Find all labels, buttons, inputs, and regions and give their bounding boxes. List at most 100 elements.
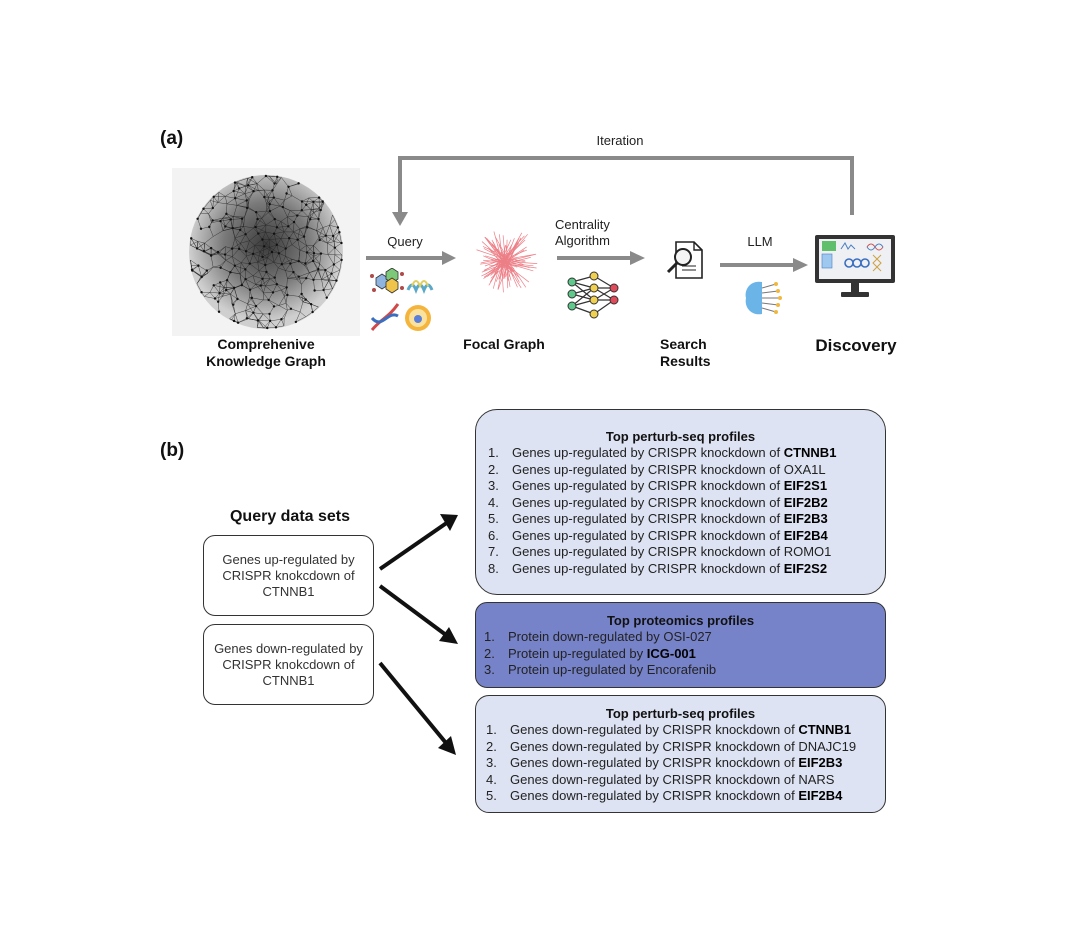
graph-edge <box>257 257 268 263</box>
graph-edge <box>246 199 250 208</box>
graph-edge <box>259 251 268 258</box>
graph-edge <box>289 231 294 239</box>
graph-edge <box>289 238 298 240</box>
result-list-item: 3.Genes down-regulated by CRISPR knockdo… <box>486 755 885 772</box>
graph-edge <box>297 215 309 218</box>
graph-edge <box>311 208 320 210</box>
graph-edge <box>276 244 286 249</box>
item-number: 2. <box>486 738 497 754</box>
graph-edge <box>264 196 267 205</box>
graph-edge <box>217 301 220 312</box>
graph-edge <box>232 256 242 263</box>
graph-edge <box>225 219 231 227</box>
graph-node <box>219 219 222 223</box>
graph-edge <box>258 264 266 271</box>
focal-edge <box>506 237 522 265</box>
graph-node <box>259 284 262 287</box>
graph-node <box>268 319 272 323</box>
graph-edge <box>230 218 243 220</box>
graph-edge <box>267 251 273 258</box>
graph-edge <box>245 177 253 187</box>
molecule-icon <box>370 267 404 294</box>
graph-edge <box>266 197 269 205</box>
graph-node <box>297 182 300 185</box>
graph-edge <box>190 260 193 270</box>
graph-edge <box>269 306 275 315</box>
graph-edge <box>225 256 233 261</box>
graph-edge <box>229 313 236 319</box>
graph-edge <box>269 320 277 328</box>
graph-node <box>287 185 290 188</box>
graph-edge <box>273 262 282 265</box>
item-number: 8. <box>488 560 499 576</box>
graph-edge <box>281 259 293 265</box>
graph-edge <box>232 228 236 239</box>
graph-edge <box>234 182 246 187</box>
graph-edge <box>219 282 221 294</box>
graph-node <box>267 298 270 302</box>
graph-edge <box>235 313 239 323</box>
graph-edge <box>304 265 310 273</box>
graph-edge <box>285 238 290 249</box>
graph-edge <box>232 216 234 229</box>
graph-edge <box>225 260 235 266</box>
graph-node <box>285 286 288 289</box>
graph-edge <box>268 299 280 306</box>
graph-node <box>318 238 321 242</box>
focal-edge <box>506 261 538 264</box>
graph-node <box>237 247 241 251</box>
graph-edge <box>268 175 278 185</box>
graph-node <box>244 277 247 281</box>
graph-edge <box>223 287 235 289</box>
graph-edge <box>306 277 314 280</box>
graph-edge <box>266 271 271 279</box>
graph-node <box>240 217 244 220</box>
graph-node <box>273 276 276 279</box>
graph-node <box>292 270 295 274</box>
result-list-item: 6.Genes up-regulated by CRISPR knockdown… <box>488 528 885 545</box>
graph-edge <box>269 239 277 245</box>
graph-edge <box>299 249 308 253</box>
graph-edge <box>313 255 320 264</box>
graph-edge <box>249 233 259 241</box>
graph-edge <box>248 185 259 191</box>
result-list-item: 1.Genes down-regulated by CRISPR knockdo… <box>486 722 885 739</box>
item-description: Genes up-regulated by CRISPR knockdown o… <box>512 494 784 510</box>
item-target: Encorafenib <box>646 662 717 677</box>
graph-edge <box>318 218 324 228</box>
graph-edge <box>252 275 256 285</box>
graph-edge <box>257 313 264 321</box>
graph-edge <box>327 243 329 255</box>
graph-edge <box>285 270 294 273</box>
graph-edge <box>233 205 238 217</box>
graph-edge <box>256 210 267 213</box>
graph-edge <box>268 190 273 198</box>
graph-node <box>233 181 237 184</box>
graph-edge <box>220 221 224 231</box>
graph-edge <box>223 280 228 288</box>
graph-edge <box>265 231 270 240</box>
graph-edge <box>333 232 340 237</box>
graph-edge <box>269 244 277 248</box>
graph-edge <box>197 241 205 244</box>
graph-edge <box>299 225 307 230</box>
graph-edge <box>293 272 297 280</box>
graph-node <box>319 208 322 212</box>
graph-edge <box>269 197 274 205</box>
graph-edge <box>225 190 234 197</box>
graph-edge <box>298 250 301 262</box>
graph-node <box>286 293 289 297</box>
graph-edge <box>295 311 301 322</box>
graph-edge <box>273 262 279 268</box>
graph-edge <box>278 303 287 306</box>
graph-edge <box>313 279 315 291</box>
graph-edge <box>308 209 312 217</box>
graph-edge <box>295 316 306 323</box>
graph-node <box>271 189 274 192</box>
graph-edge <box>276 177 282 184</box>
graph-node <box>216 250 220 254</box>
graph-edge <box>255 299 264 307</box>
graph-edge <box>265 262 274 266</box>
graph-edge <box>204 236 214 244</box>
graph-node <box>271 291 275 294</box>
